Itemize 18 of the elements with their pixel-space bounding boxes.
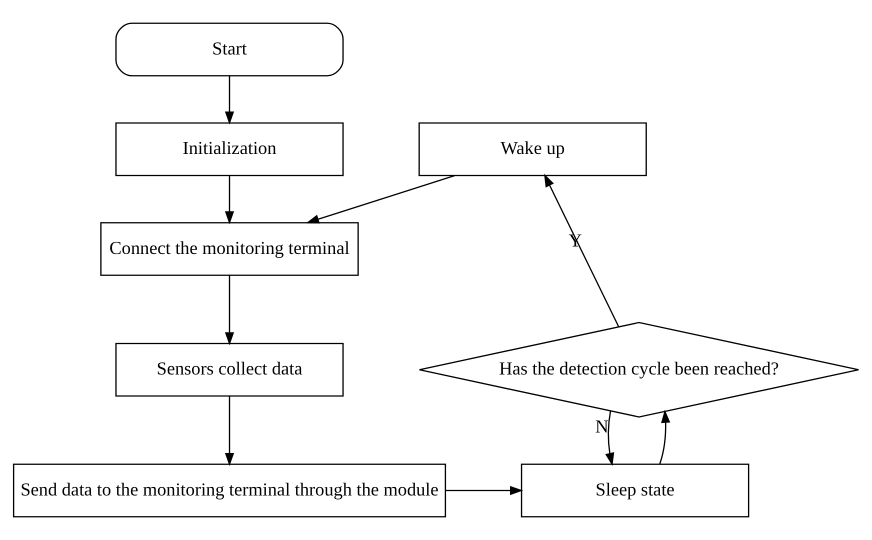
node-box: Connect the monitoring terminal [100, 222, 359, 276]
node-box: Wake up [418, 122, 647, 176]
arrow [605, 410, 614, 466]
node-box: Start [115, 22, 344, 76]
arrow [224, 176, 234, 224]
node-diamond: Has the detection cycle been reached? [418, 322, 860, 418]
arrow [224, 76, 234, 125]
edge-label: N [595, 416, 609, 436]
arrow [544, 174, 620, 327]
node-box: Initialization [115, 122, 344, 176]
arrow [224, 275, 234, 346]
node-box: Sleep state [520, 464, 750, 518]
arrow [446, 486, 524, 496]
node-box: Send data to the monitoring terminal through the module [12, 464, 446, 518]
arrow [659, 410, 670, 464]
arrow [306, 174, 455, 224]
node-box: Sensors collect data [115, 342, 344, 397]
arrow [224, 396, 234, 466]
